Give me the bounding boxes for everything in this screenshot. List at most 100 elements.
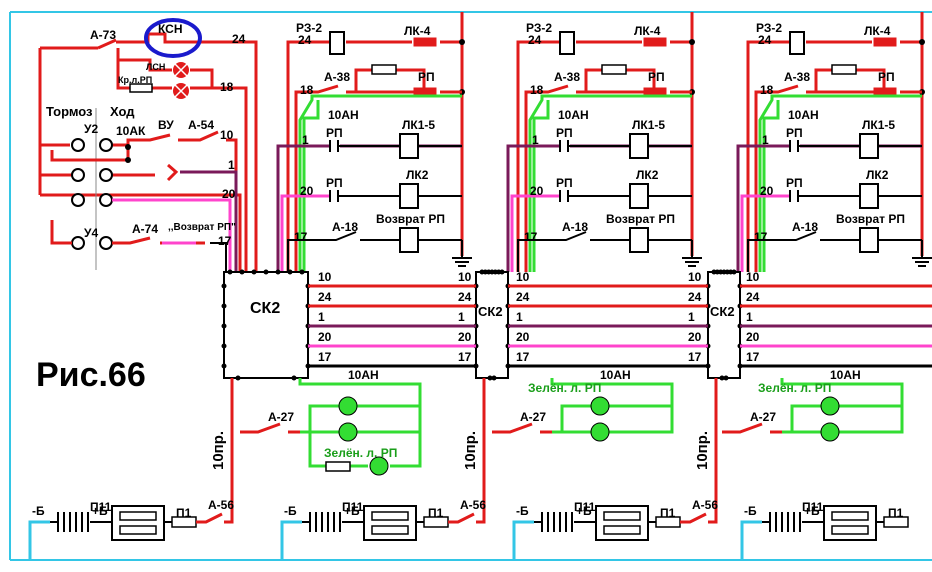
- a18-label: А-18: [792, 220, 819, 234]
- p11-label: П11: [342, 500, 364, 514]
- p11-label: П11: [802, 500, 824, 514]
- bus-label-left: 17: [746, 350, 760, 364]
- ck2-label-1: СК2: [250, 300, 281, 317]
- resistor-icon: [371, 64, 397, 75]
- p11-label: П11: [574, 500, 596, 514]
- vozvrat-coil-icon: [399, 227, 419, 253]
- resistor-icon: [325, 461, 351, 472]
- bus-label-left: 24: [318, 290, 332, 304]
- a56-label: А-56: [208, 498, 235, 512]
- lk2-label: ЛК2: [636, 168, 659, 182]
- a18-label: А-18: [562, 220, 589, 234]
- a54-label: А-54: [188, 118, 215, 132]
- green-lamp-block-1: [240, 378, 422, 476]
- wire-18-label: 18: [530, 83, 544, 97]
- lk4-contact-icon: [643, 37, 667, 47]
- left-wire-18: 18: [220, 80, 234, 94]
- bus-label-left: 1: [516, 310, 523, 324]
- green-lamp-block-3: [722, 378, 904, 442]
- lk1-5-label: ЛК1-5: [862, 118, 896, 132]
- bus-label-left: 1: [318, 310, 325, 324]
- wire-17-label: 17: [754, 230, 768, 244]
- a27-label: А-27: [750, 410, 777, 424]
- vozvrat-coil-icon: [859, 227, 879, 253]
- w10an-label: 10АН: [788, 108, 819, 122]
- lk2-label: ЛК2: [406, 168, 429, 182]
- 10pr-label: 10пр.: [462, 430, 479, 470]
- bus-label-right: 1: [688, 310, 695, 324]
- a18-label: А-18: [332, 220, 359, 234]
- bus-label-right: 20: [688, 330, 702, 344]
- w10an-lower-label: 10АН: [600, 368, 631, 382]
- green-lamp-icon: [338, 396, 358, 416]
- p1-label: П1: [176, 506, 192, 520]
- vozvrat-coil-icon: [629, 227, 649, 253]
- wire-18-label: 18: [300, 83, 314, 97]
- a74-label: А-74: [132, 222, 159, 236]
- green-lamp-icon: [590, 422, 610, 442]
- lk1-5-coil-icon: [629, 133, 649, 159]
- w10an-label: 10АН: [558, 108, 589, 122]
- lsn-label: ЛСН: [146, 62, 166, 72]
- bus-label-left: 20: [746, 330, 760, 344]
- rp-label-1: РП: [878, 70, 895, 84]
- bus-label-left: 17: [516, 350, 530, 364]
- plus-b-label: +Б: [344, 504, 360, 518]
- left-wire-24: 24: [232, 32, 246, 46]
- rz2-label: РЗ-2: [756, 21, 783, 35]
- kr-rp-label: Кр.л.РП: [118, 75, 153, 85]
- wire-24-label: 24: [758, 33, 772, 47]
- w10an-lower-label: 10АН: [348, 368, 379, 382]
- rp-label-1: РП: [648, 70, 665, 84]
- left-wire-10: 10: [220, 128, 234, 142]
- lk4-label: ЛК-4: [404, 24, 431, 38]
- bus-label-left: 10: [318, 270, 332, 284]
- minus-b-label: -Б: [284, 504, 297, 518]
- rp-label-3: РП: [786, 176, 803, 190]
- left-control-panel: [9, 11, 932, 561]
- rp-label-2: РП: [556, 126, 573, 140]
- wire-1-label: 1: [302, 133, 309, 147]
- wire-1-label: 1: [762, 133, 769, 147]
- wire-20-label: 20: [300, 184, 314, 198]
- p1-label: П1: [660, 506, 676, 520]
- lk2-coil-icon: [859, 183, 879, 209]
- lk4-label: ЛК-4: [634, 24, 661, 38]
- wire-24-label: 24: [528, 33, 542, 47]
- lk4-contact-icon: [873, 37, 897, 47]
- minus-b-label: -Б: [516, 504, 529, 518]
- relay-section-2: [506, 12, 702, 272]
- lk1-5-label: ЛК1-5: [402, 118, 436, 132]
- ground-icon: [682, 257, 702, 267]
- bus-label-left: 20: [516, 330, 530, 344]
- wire-18-label: 18: [760, 83, 774, 97]
- lk1-5-label: ЛК1-5: [632, 118, 666, 132]
- bus-label-right: 24: [688, 290, 702, 304]
- relay-section-3: [736, 12, 932, 272]
- rp-label-1: РП: [418, 70, 435, 84]
- rz2-coil-icon: [329, 31, 345, 55]
- a27-label: А-27: [268, 410, 295, 424]
- a38-label: А-38: [784, 70, 811, 84]
- plus-b-label: +Б: [92, 504, 108, 518]
- resistor-icon: [831, 64, 857, 75]
- battery-circuit-3: [512, 378, 718, 560]
- battery-circuit-2: [280, 378, 486, 560]
- rz2-label: РЗ-2: [526, 21, 553, 35]
- ck2-block-1: [223, 271, 309, 379]
- bus-label-right: 20: [458, 330, 472, 344]
- ck2-block-2: [475, 271, 509, 379]
- green-lamp-icon: [820, 396, 840, 416]
- p11-fuse-icon: [823, 505, 877, 541]
- bus-lines: [221, 269, 932, 381]
- rz2-label: РЗ-2: [296, 21, 323, 35]
- plus-b-label: +Б: [804, 504, 820, 518]
- wire-20-label: 20: [530, 184, 544, 198]
- p1-label: П1: [888, 506, 904, 520]
- vozvrat-rp-label: Возврат РП: [376, 212, 446, 226]
- wire-1-label: 1: [532, 133, 539, 147]
- left-wire-17: 17: [218, 234, 232, 248]
- ksn-label: КСН: [158, 22, 183, 36]
- vozvrat-rp-label: Возврат РП: [836, 212, 906, 226]
- bus-label-right: 24: [458, 290, 472, 304]
